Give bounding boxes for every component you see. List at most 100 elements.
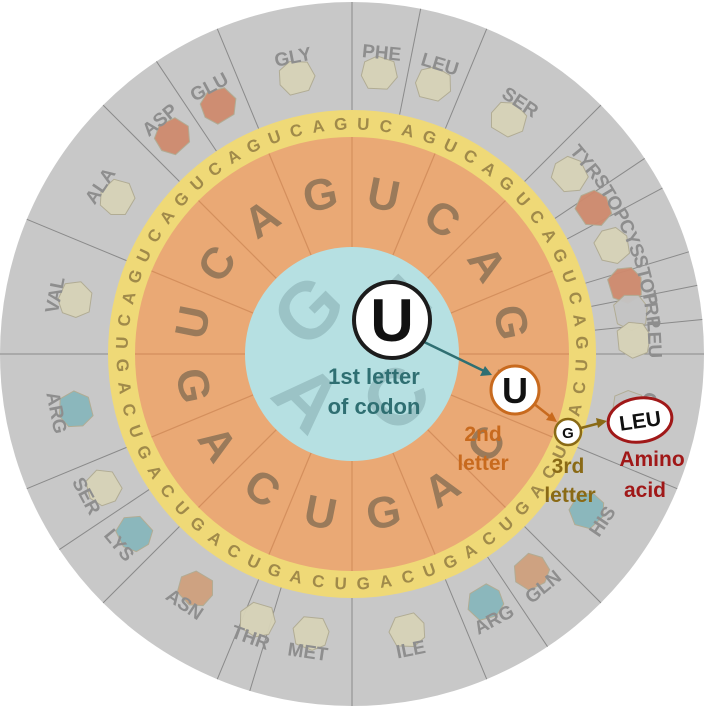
amino-acid-divider [26,446,127,490]
amino-acid-shape [513,552,551,591]
second-letter-divider [268,153,312,256]
third-letter: C [288,120,305,141]
amino-acid-divider [594,319,703,331]
third-letter: G [572,336,592,350]
second-letter-divider [198,429,277,508]
amino-acid-divider [444,579,488,680]
amino-acid-shape [153,117,191,156]
amino-acid-divider [524,526,602,604]
third-letter: C [400,566,417,587]
amino-acid-shape [550,155,589,193]
third-letter: U [357,114,370,134]
amino-acid-shape [593,226,631,265]
amino-acid-divider [524,104,602,182]
third-letter: C [564,290,585,307]
second-letter-badge-text: U [502,370,528,411]
amino-acid-divider [216,28,260,129]
amino-acid-shape [414,66,452,102]
third-letter: A [288,566,305,587]
arrow-second-to-third [532,402,553,419]
first-letter-caption-line1: 1st letter [328,364,420,389]
second-letter-badge [489,364,541,416]
amino-acid-divider [566,187,663,240]
amino-acid-shape [85,469,123,507]
first-letter-caption-line2: of codon [328,394,421,419]
amino-acid-shape [360,55,398,90]
amino-acid-divider [487,556,548,647]
third-letter: C [118,402,139,419]
amino-acid-divider [585,251,689,284]
second-letter-divider [392,153,436,256]
third-letter-badge [553,417,583,447]
amino-acid-shape [292,616,330,651]
amino-acid-caption-line1: Amino [619,448,684,471]
amino-acid-divider [216,579,260,680]
second-letter-divider [450,394,553,438]
third-letter: C [311,571,326,592]
third-letter: A [114,380,135,395]
amino-acid-divider [554,158,645,219]
third-letter: G [124,267,146,286]
amino-acid-label: LEU [642,320,665,359]
amino-acid-shape [616,321,651,359]
amino-acid-divider [156,61,217,152]
third-letter: U [572,359,592,372]
amino-acid-label: PHE [361,41,402,66]
amino-acid-shape [278,61,316,96]
second-letter-divider [151,270,254,314]
amino-acid-shape [176,570,214,607]
third-letter: G [356,574,370,594]
amino-acid-divider [249,587,282,691]
arrow-third-to-amino [580,421,601,430]
amino-acid-divider [102,104,180,182]
second-letter-divider [268,452,312,555]
amino-acid-divider [102,526,180,604]
third-letter: U [334,574,347,594]
third-letter: U [421,560,439,582]
amino-acid-caption-line2: acid [624,479,666,502]
arrow-head-third [596,418,607,428]
second-letter-caption-line2: letter [457,452,508,475]
amino-acid-labels: PHELEUSERTYRSTOPCYSSTOPTRPLEUPROHISGLNAR… [41,41,665,666]
third-letter: G [265,559,284,581]
second-letter-divider [427,200,506,279]
third-letter: C [114,313,135,328]
amino-acid-divider [399,8,422,115]
amino-acid-divider [577,446,678,490]
first-letter-badge-text: U [370,287,413,354]
arrow-first-to-second [419,338,487,374]
third-letter: A [564,402,585,419]
third-letter: A [118,290,139,307]
amino-acid-badge: LEU [606,396,674,444]
amino-acid-divider [591,284,698,307]
amino-acid-shape [59,390,94,428]
second-letter-dividers [135,137,569,571]
third-letter: A [569,313,590,328]
third-letter: G [420,126,439,148]
second-letter-divider [392,452,436,555]
third-letter: U [124,423,146,441]
third-letter: U [558,268,580,286]
amino-acid-shape [568,492,605,530]
third-letter-badge-text: G [562,425,574,442]
second-letter-divider [198,200,277,279]
third-letter: G [112,358,132,372]
amino-acid-shape [199,87,237,125]
amino-acid-shape [490,101,528,138]
second-letter-divider [450,270,553,314]
first-letter-badge [352,280,432,360]
amino-acid-shape [99,178,136,216]
third-letter: U [112,336,132,349]
third-letter: A [400,120,417,141]
second-letter-divider [427,429,506,508]
amino-acid-shape [467,583,505,621]
third-letter: A [378,571,393,592]
second-letter-divider [151,394,254,438]
third-letter: U [266,126,284,148]
third-letter: G [334,114,348,134]
codon-example-callout: U U G LEU 1st letter of codon 2nd letter… [328,280,685,507]
third-letter: A [311,116,326,137]
third-letter-caption-line2: letter [544,484,595,507]
